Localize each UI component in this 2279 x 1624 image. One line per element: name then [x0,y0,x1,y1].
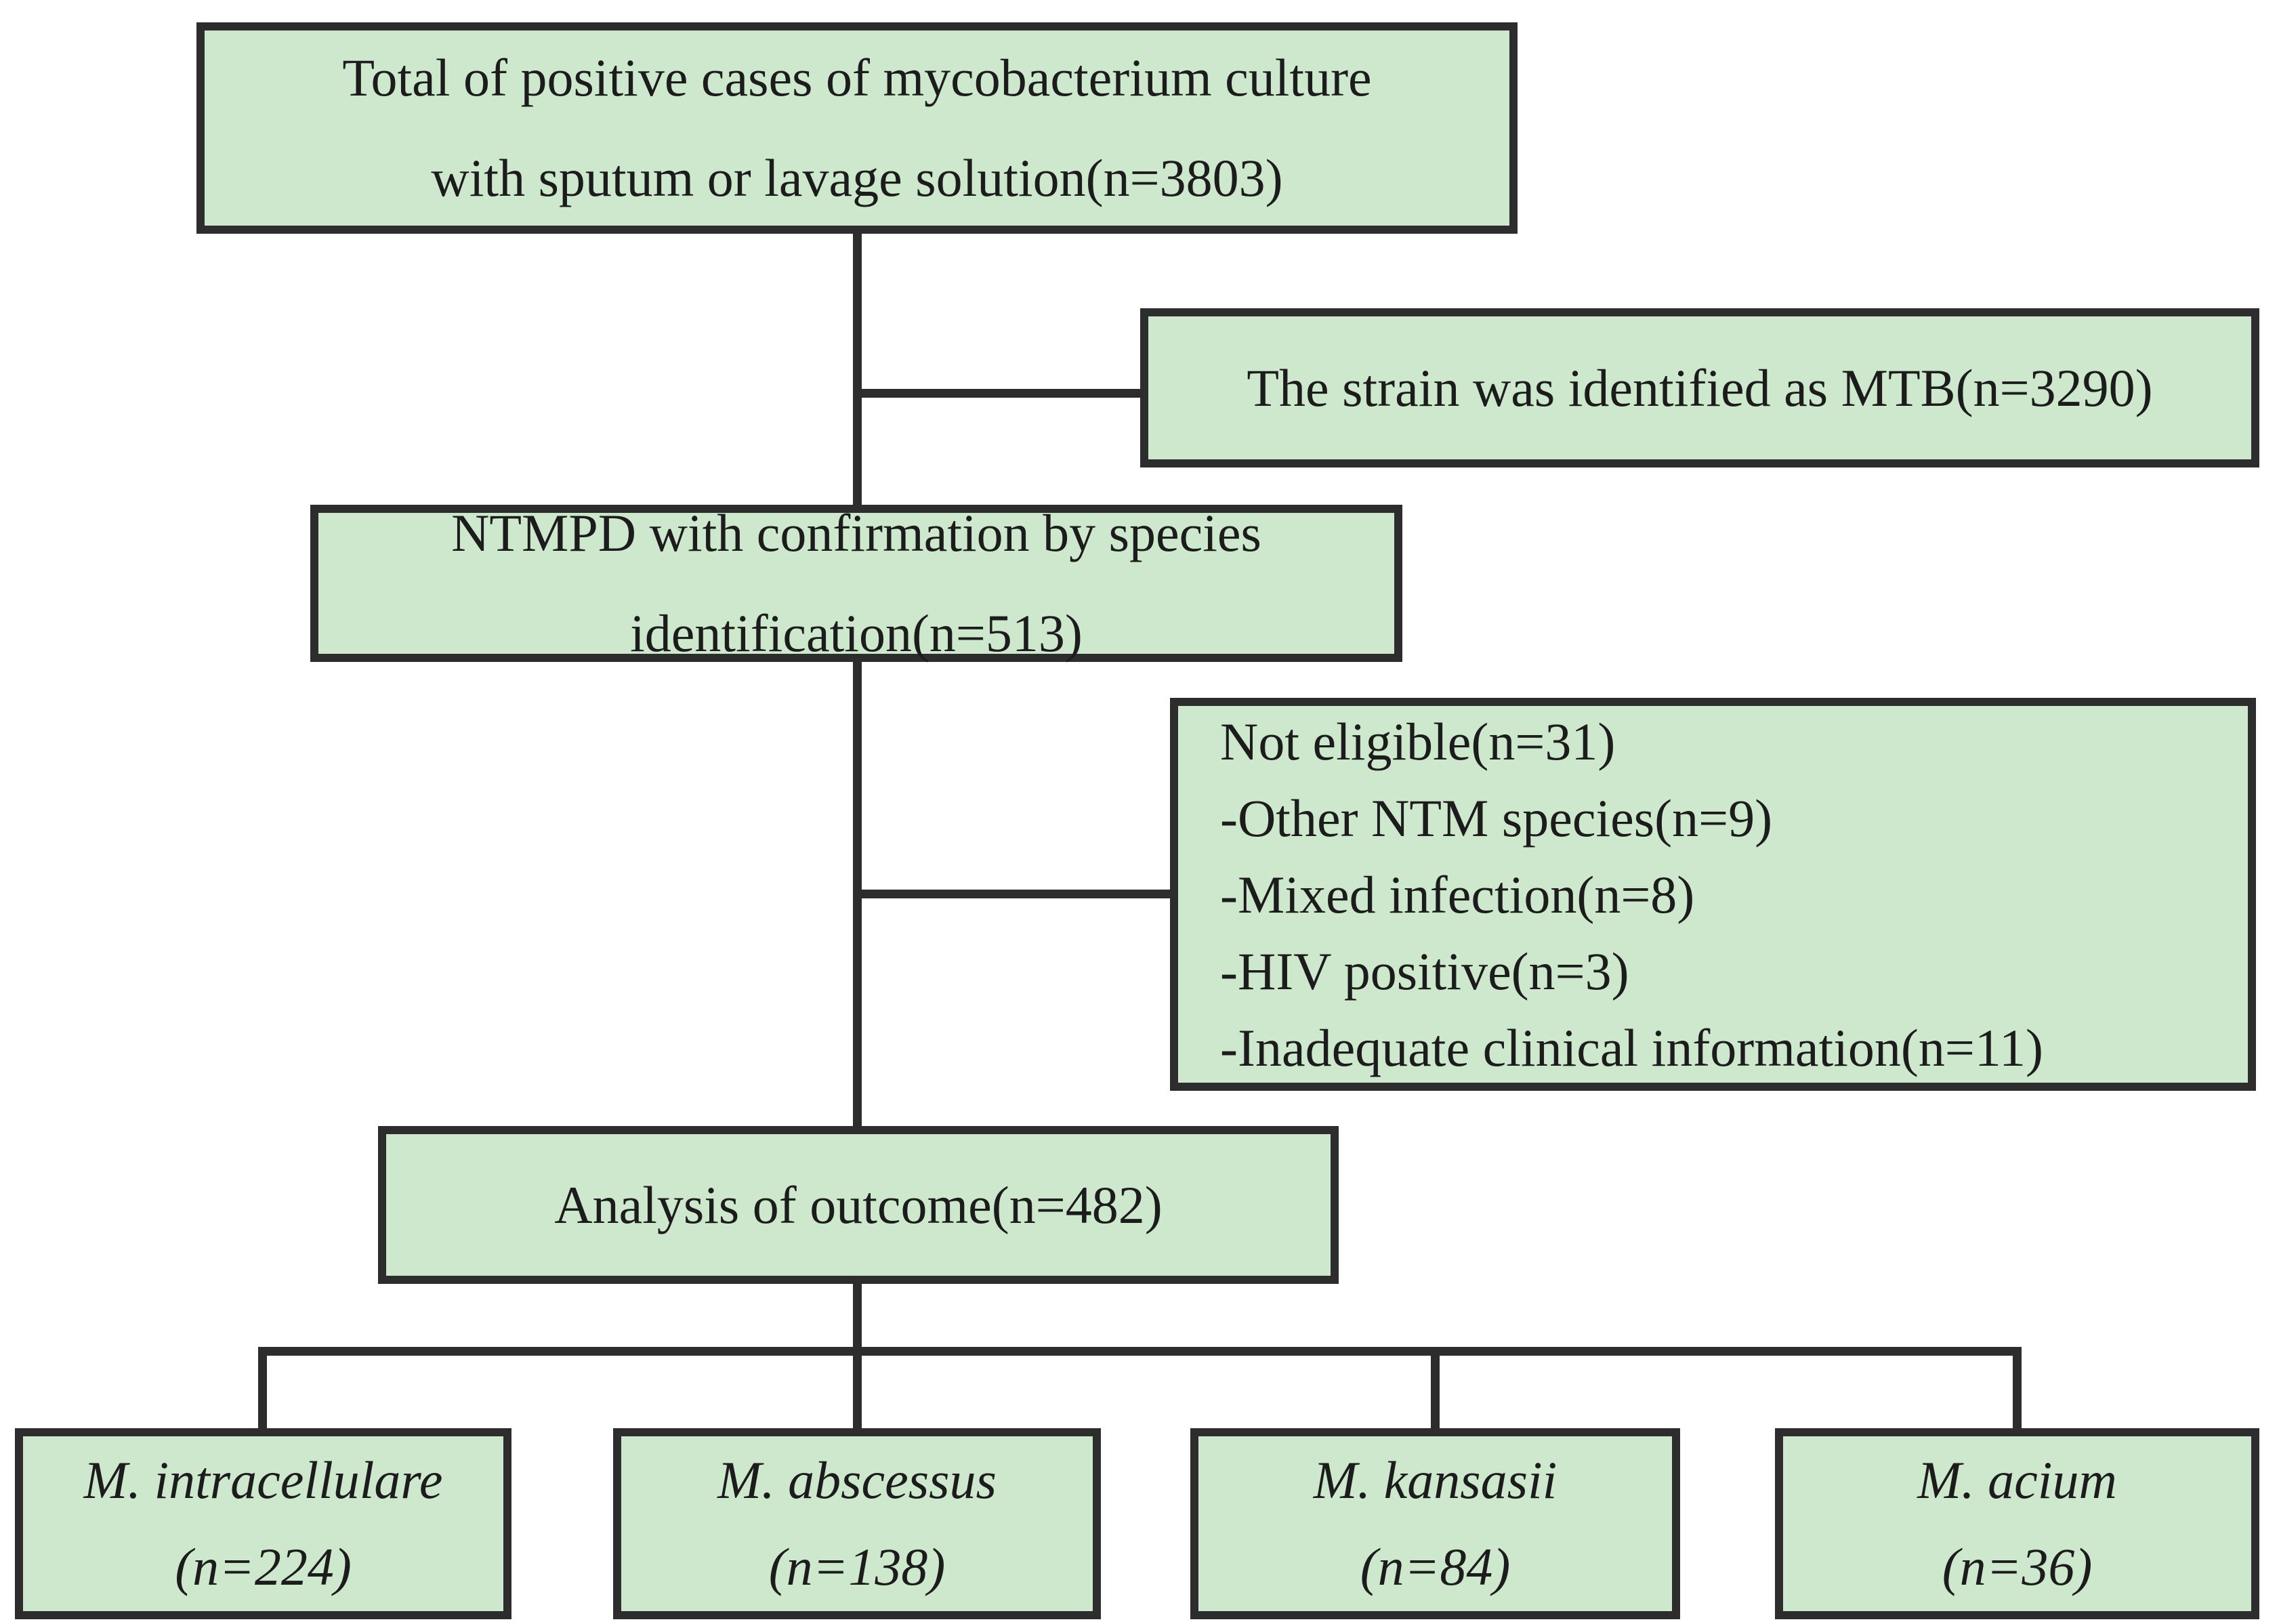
node-not-eligible: Not eligible(n=31) -Other NTM species(n=… [1170,698,2256,1091]
species1-name: M. intracellulare [83,1451,443,1510]
node-mtb-excluded: The strain was identified as MTB(n=3290) [1140,308,2259,467]
species3-count: (n=84) [1360,1537,1511,1596]
node-total-line1: Total of positive cases of mycobacterium… [342,48,1372,107]
connector-analysis-to-split [853,1283,862,1356]
node-total-positive-cases: Total of positive cases of mycobacterium… [196,22,1518,234]
not-eligible-line3: -Mixed infection(n=8) [1220,865,1695,924]
split-stub-species2 [853,1347,862,1434]
species2-count: (n=138) [768,1537,946,1596]
node-analysis-outcome: Analysis of outcome(n=482) [378,1126,1339,1284]
species3-name: M. kansasii [1313,1451,1557,1510]
node-total-line2: with sputum or lavage solution(n=3803) [431,148,1283,207]
not-eligible-line2: -Other NTM species(n=9) [1220,788,1773,848]
split-stub-species3 [1431,1347,1440,1434]
species4-count: (n=36) [1942,1537,2093,1596]
species1-count: (n=224) [175,1537,352,1596]
species4-name: M. acium [1917,1451,2117,1510]
split-stub-species4 [2013,1347,2022,1434]
split-stub-species1 [258,1347,267,1434]
connector-total-to-ntmpd [853,234,862,513]
split-horizontal-bar [258,1347,2022,1356]
node-species-acium: M. acium (n=36) [1775,1428,2259,1619]
connector-branch-to-not-eligible [853,890,1177,898]
node-species-intracellulare: M. intracellulare (n=224) [15,1428,511,1619]
node-species-kansasii: M. kansasii (n=84) [1190,1428,1680,1619]
node-mtb-label: The strain was identified as MTB(n=3290) [1247,358,2153,417]
node-species-abscessus: M. abscessus (n=138) [613,1428,1101,1619]
node-ntmpd-line1: NTMPD with confirmation by species [451,503,1261,562]
not-eligible-line1: Not eligible(n=31) [1220,711,1616,771]
connector-branch-to-mtb [853,389,1146,398]
not-eligible-line4: -HIV positive(n=3) [1220,941,1629,1001]
not-eligible-line5: -Inadequate clinical information(n=11) [1220,1018,2043,1077]
species2-name: M. abscessus [717,1451,997,1510]
node-analysis-label: Analysis of outcome(n=482) [554,1175,1163,1234]
node-ntmpd-line2: identification(n=513) [630,604,1083,663]
node-ntmpd-confirmed: NTMPD with confirmation by species ident… [310,503,1402,663]
